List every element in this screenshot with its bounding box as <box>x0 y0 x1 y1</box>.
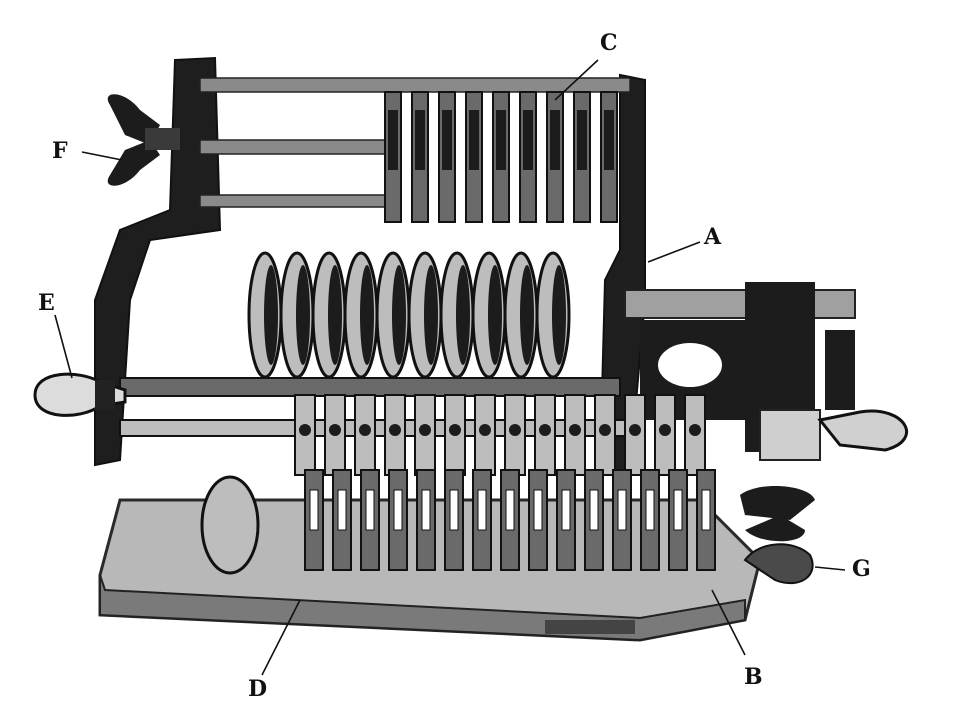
setting-slot <box>701 489 711 531</box>
callout-f: F <box>52 138 68 164</box>
setting-knob <box>299 424 311 436</box>
register-wheel-shadow <box>523 110 533 170</box>
setting-slot <box>337 489 347 531</box>
lever-g <box>743 543 814 585</box>
setting-knob <box>689 424 701 436</box>
setting-slot <box>309 489 319 531</box>
setting-knob <box>329 424 341 436</box>
setting-slot <box>393 489 403 531</box>
base-slide-bar <box>545 620 635 634</box>
register-wheel-shadow <box>415 110 425 170</box>
callout-c: C <box>600 30 618 56</box>
setting-slot <box>589 489 599 531</box>
callout-d: D <box>248 676 268 702</box>
setting-knob <box>389 424 401 436</box>
setting-slot <box>477 489 487 531</box>
register-wheel-shadow <box>388 110 398 170</box>
setting-slides <box>200 394 716 575</box>
leader-line-g <box>814 566 846 571</box>
setting-slot <box>645 489 655 531</box>
setting-knob <box>449 424 461 436</box>
drum-wheel-hub <box>488 265 502 365</box>
callout-g: G <box>852 556 871 582</box>
drum-wheel-hub <box>296 265 310 365</box>
setting-slot <box>421 489 431 531</box>
wing-nut <box>107 94 180 186</box>
setting-slot <box>365 489 375 531</box>
setting-knob <box>419 424 431 436</box>
setting-knob <box>569 424 581 436</box>
register-wheel-shadow <box>496 110 506 170</box>
drum-wheel-hub <box>424 265 438 365</box>
register-wheel-shadow <box>442 110 452 170</box>
setting-knob <box>509 424 521 436</box>
callout-b: B <box>744 664 763 690</box>
drum-wheel-hub <box>552 265 566 365</box>
drum-wheel-hub <box>392 265 406 365</box>
drum-wheel-hub <box>328 265 342 365</box>
leader-line-e <box>54 314 73 379</box>
top-rod-3 <box>199 194 401 208</box>
drum-wheel-hub <box>360 265 374 365</box>
lower-wing-nut <box>740 485 815 542</box>
register-wheel-shadow <box>469 110 479 170</box>
setting-slot <box>505 489 515 531</box>
setting-slot <box>561 489 571 531</box>
setting-knob <box>599 424 611 436</box>
setting-slot <box>533 489 543 531</box>
setting-knob <box>629 424 641 436</box>
left-frame-plate <box>94 56 222 467</box>
register-dials <box>119 91 631 437</box>
callout-a: A <box>704 224 722 250</box>
setting-knob <box>359 424 371 436</box>
leader-line-a <box>647 241 701 263</box>
cross-bar <box>119 377 621 397</box>
setting-slot <box>449 489 459 531</box>
right-crank-handle <box>817 409 908 452</box>
drum-wheel-hub <box>264 265 278 365</box>
register-wheel-shadow <box>550 110 560 170</box>
drum-wheel-hub <box>520 265 534 365</box>
leader-line-d <box>261 599 301 676</box>
register-wheel-shadow <box>577 110 587 170</box>
leader-line-f <box>81 151 123 161</box>
carriage-assembly <box>624 282 908 461</box>
callout-e: E <box>38 290 55 316</box>
setting-slot <box>673 489 683 531</box>
setting-slot <box>617 489 627 531</box>
register-wheel-shadow <box>604 110 614 170</box>
drum-wheel-hub <box>456 265 470 365</box>
setting-knob <box>479 424 491 436</box>
front-wheel <box>200 475 260 575</box>
setting-knob <box>539 424 551 436</box>
top-rod-2 <box>199 139 401 155</box>
setting-knob <box>659 424 671 436</box>
leader-line-b <box>711 589 746 656</box>
leader-line-c <box>554 59 599 101</box>
leader-lines <box>54 59 846 676</box>
